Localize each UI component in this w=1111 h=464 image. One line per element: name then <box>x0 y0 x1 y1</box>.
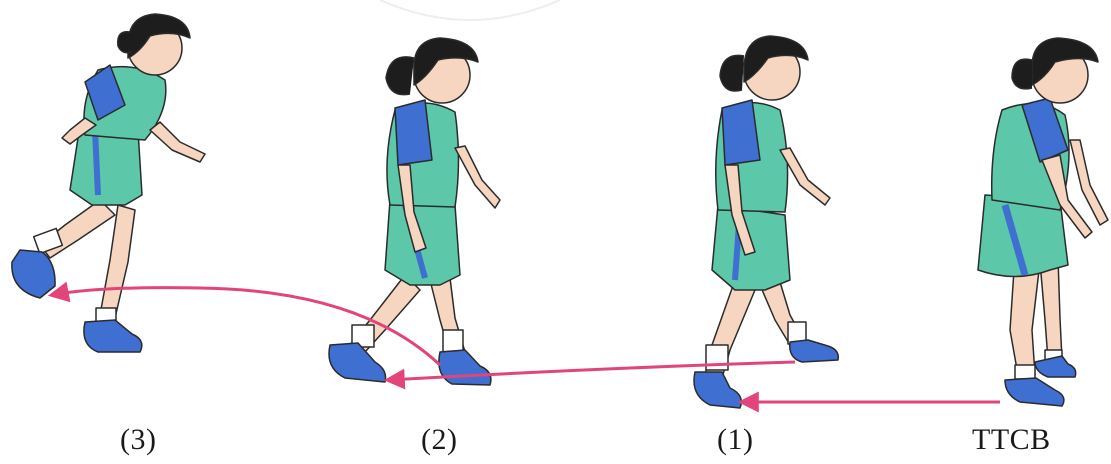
caption-step-2: (2) <box>421 423 457 457</box>
caption-step-3: (3) <box>120 423 156 457</box>
background-arc <box>380 0 560 20</box>
figure-ttcb <box>978 38 1108 406</box>
caption-step-1: (1) <box>717 423 753 457</box>
figure-step-2 <box>329 38 500 385</box>
figure-step-3 <box>12 14 205 352</box>
figure-step-1 <box>694 36 838 408</box>
caption-start-position: TTCB <box>972 423 1051 457</box>
